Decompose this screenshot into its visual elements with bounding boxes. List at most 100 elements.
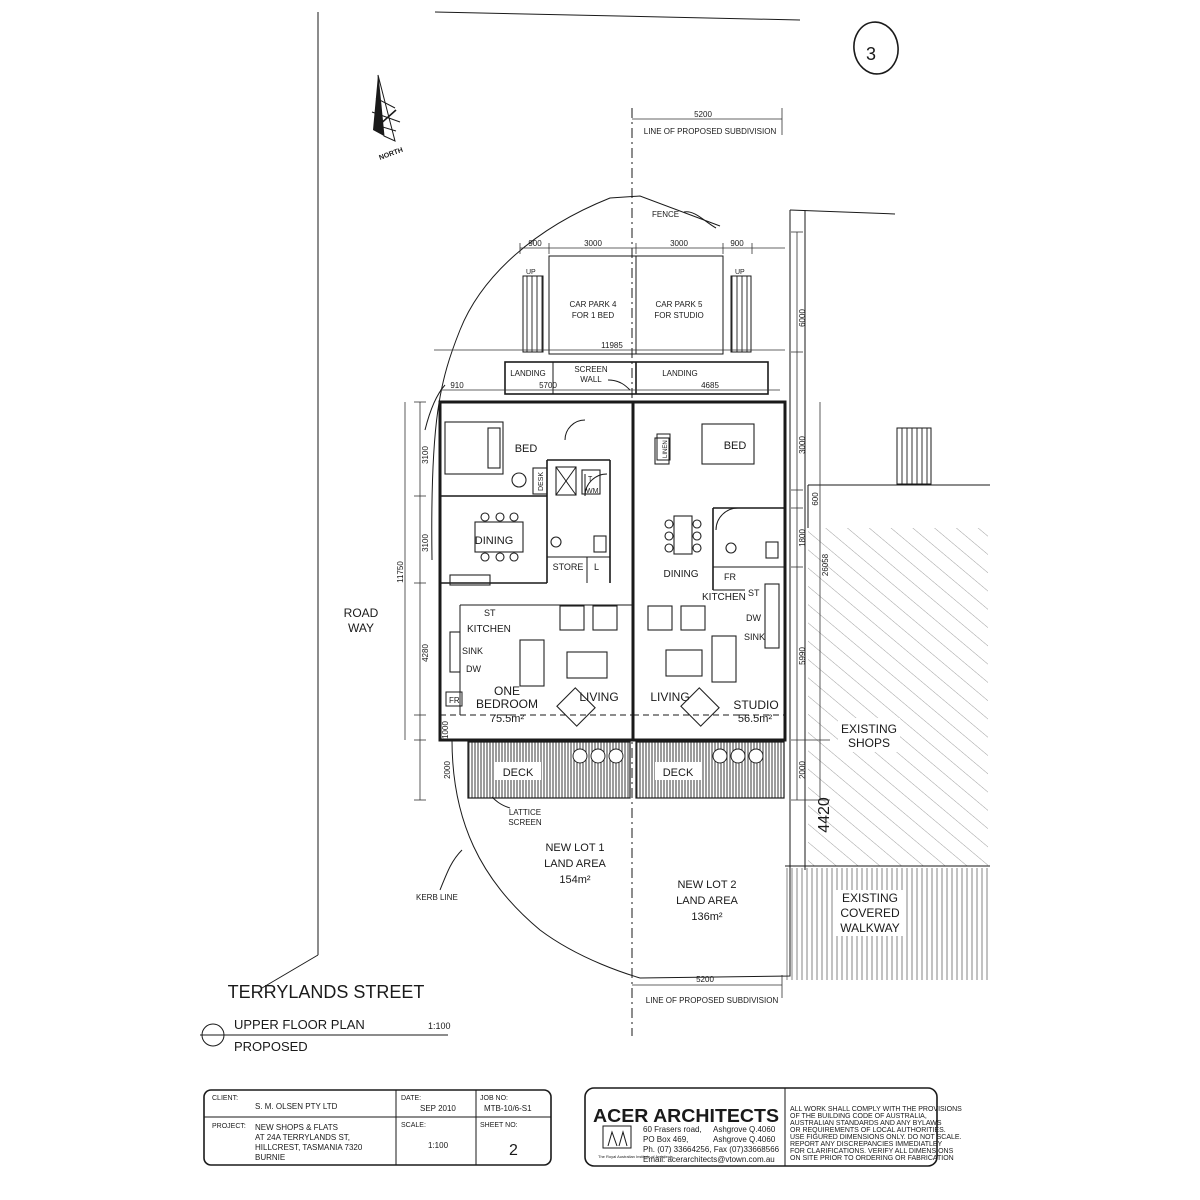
plan-text-notes-6: FOR CLARIFICATIONS. VERIFY ALL DIMENSION… — [790, 1148, 954, 1155]
plan-text-architect-phone: Ph. (07) 33664256, Fax (07)33668566 — [643, 1145, 780, 1154]
plan-text-notes-5: REPORT ANY DISCREPANCIES IMMEDIATLEY — [790, 1141, 943, 1148]
plan-text-dims-left_total: 11750 — [396, 561, 405, 583]
plan-text-sheet_mark: 3 — [866, 44, 876, 64]
plan-text-dims-carpark_a: 3000 — [584, 239, 602, 248]
plan-text-architect-addr2b: Ashgrove Q.4060 — [713, 1135, 776, 1144]
plan-text-notes-0: ALL WORK SHALL COMPLY WITH THE PROVISION… — [790, 1106, 962, 1113]
existing-shops-hatch — [808, 528, 988, 866]
plan-text-notes-3: OR REQUIREMENTS OF LOCAL AUTHORITIES. — [790, 1127, 946, 1134]
carpark-area: 900 3000 3000 900 UP UP CAR PARK 4 FOR 1… — [434, 239, 785, 355]
plan-text-subdivision_bottom-dim: 5200 — [696, 975, 714, 984]
plan-text-lot2-line3: 136m² — [691, 911, 723, 923]
plan-text-rooms_left-desk: DESK — [538, 472, 545, 491]
plan-text-walkway-line2: COVERED — [840, 906, 900, 920]
left-dimensions: 3100 3100 4280 1000 2000 11750 — [396, 401, 452, 801]
deck-left-label: DECK — [503, 767, 534, 779]
unit-left-area: 75.5m² — [490, 713, 525, 725]
landings: LANDING SCREEN WALL LANDING 910 5700 468… — [440, 361, 780, 395]
plan-text-notes-4: USE FIGURED DIMENSIONS ONLY. DO NOT SCAL… — [790, 1134, 962, 1141]
plan-text-dims-left_3100b: 3100 — [421, 534, 430, 552]
plan-text-rooms_right-dw: DW — [746, 613, 761, 623]
plan-text-subdivision_top-dim: 5200 — [694, 110, 712, 119]
plan-text-title_block-sheet_label: SHEET NO: — [480, 1122, 518, 1129]
plan-text-carparks-1-line2: FOR STUDIO — [654, 311, 703, 320]
furniture — [444, 421, 780, 727]
plan-text-architect-addr1b: Ashgrove Q.4060 — [713, 1125, 776, 1134]
plan-text-title_block-scale_label: SCALE: — [401, 1122, 426, 1129]
plan-text-subdivision_bottom-label: LINE OF PROPOSED SUBDIVISION — [646, 996, 779, 1005]
plan-text-title_block-job_label: JOB NO: — [480, 1095, 508, 1102]
north-arrow-icon: NORTH — [371, 74, 404, 162]
plan-text-dims-left_3100a: 3100 — [421, 446, 430, 464]
plan-text-dims-depth_bed: 3000 — [798, 436, 807, 454]
plan-text-title_block-client_label: CLIENT: — [212, 1095, 238, 1102]
plan-text-landing_labels-screen_line2: WALL — [580, 375, 602, 384]
dining-left-label: DINING — [475, 535, 514, 547]
plan-text-rooms_right-sink: SINK — [744, 632, 765, 642]
client-name: S. M. OLSEN PTY LTD — [255, 1102, 338, 1111]
architect-logo: ACER ARCHITECTS — [593, 1106, 779, 1126]
institute-logo-icon — [602, 1125, 632, 1149]
plan-text-rooms_left-unit_line2: BEDROOM — [476, 697, 538, 711]
plan-text-rooms_right-st: ST — [748, 588, 760, 598]
plan-text-dims-overall_width: 11985 — [601, 341, 623, 350]
plan-text-walkway-line3: WALKWAY — [840, 921, 900, 935]
existing-stair — [896, 427, 932, 485]
plan-text-dims-depth_600: 600 — [811, 492, 820, 506]
plan-text-landing_labels-left: LANDING — [510, 369, 546, 378]
architect-block: ACER ARCHITECTS The Royal Australian Ins… — [584, 1087, 962, 1167]
plan-text-plan_title-scale: 1:100 — [428, 1021, 451, 1031]
kitchen-left-label: KITCHEN — [467, 624, 511, 635]
plan-text-dims-left_4280: 4280 — [421, 644, 430, 662]
plan-text-subdivision_top-label: LINE OF PROPOSED SUBDIVISION — [644, 127, 777, 136]
stair-up-left: UP — [526, 269, 536, 276]
plan-text-dims-depth_total: 26058 — [821, 553, 830, 576]
plan-text-lot2-line2: LAND AREA — [676, 895, 738, 907]
plan-text-rooms_left-st: ST — [484, 608, 496, 618]
plan-text-architect-institute: The Royal Australian Institute of Archit… — [598, 1154, 673, 1159]
kitchen-right-label: KITCHEN — [702, 592, 746, 603]
lot-2-label: NEW LOT 2 — [677, 879, 736, 891]
unit-right-area: 56.5m² — [738, 713, 773, 725]
plan-text-landing_labels-screen_line1: SCREEN — [574, 365, 608, 374]
bed-left-label: BED — [515, 443, 538, 455]
plan-text-rooms_left-wm: WM — [586, 488, 599, 495]
sheet-number: 2 — [509, 1142, 518, 1159]
plan-text-existing_shops-line2: SHOPS — [848, 736, 890, 750]
right-dimensions: 6000 3000 600 1800 5990 2000 26058 4420 — [791, 231, 833, 833]
drawing-date: SEP 2010 — [420, 1104, 456, 1113]
plan-text-title_block-project_line2: AT 24A TERRYLANDS ST, — [255, 1133, 350, 1142]
deck-right-label: DECK — [663, 767, 694, 779]
plan-text-dims-left_2000: 2000 — [443, 761, 452, 779]
existing-shops-label: EXISTING — [841, 722, 897, 736]
title-block: CLIENT: S. M. OLSEN PTY LTD DATE: SEP 20… — [203, 1089, 552, 1166]
plan-text-rooms_left-unit_line1: ONE — [494, 684, 520, 698]
plan-text-rooms_left-l: L — [594, 562, 599, 572]
plan-text-lattice-line1: LATTICE — [509, 808, 541, 817]
plan-text-carparks-0-line2: FOR 1 BED — [572, 311, 614, 320]
plan-text-notes-1: OF THE BUILDING CODE OF AUSTRALIA, — [790, 1113, 927, 1120]
stair-up-right: UP — [735, 269, 745, 276]
plan-text-lot1-line3: 154m² — [559, 874, 591, 886]
plan-text-dims-carpark_b: 3000 — [670, 239, 688, 248]
north-label: NORTH — [378, 147, 404, 162]
plan-text-plan_title-line2: PROPOSED — [234, 1039, 308, 1054]
plan-text-architect-addr2: PO Box 469, — [643, 1135, 688, 1144]
street-name: TERRYLANDS STREET — [228, 982, 425, 1002]
plan-text-dims-carpark_right: 900 — [730, 239, 744, 248]
lot-1-label: NEW LOT 1 — [545, 842, 604, 854]
site-labels: ROAD WAY LATTICE SCREEN NEW LOT 1 LAND A… — [344, 606, 904, 936]
plan-text-dims-depth_5990: 5990 — [798, 647, 807, 665]
dining-right-label: DINING — [664, 569, 699, 580]
handwritten-dimension: 4420 — [816, 797, 833, 833]
unit-one-bedroom: BED DESK T WM DINING STORE L ST KITCHEN … — [445, 443, 619, 725]
plan-text-rooms_left-dw: DW — [466, 664, 481, 674]
plan-text-rooms_left-store: STORE — [553, 562, 584, 572]
plan-text-notes-2: AUSTRALIAN STANDARDS AND ANY BYLAWS — [790, 1120, 942, 1127]
plan-text-dims-depth_1800: 1800 — [798, 529, 807, 547]
plan-text-rooms_right-unit: STUDIO — [733, 698, 778, 712]
plan-text-dims-landing_left_offset: 910 — [450, 381, 464, 390]
plan-text-plan_title-line1: UPPER FLOOR PLAN — [234, 1017, 365, 1032]
plan-text-lot1-line2: LAND AREA — [544, 858, 606, 870]
plan-text-title_block-project_line1: NEW SHOPS & FLATS — [255, 1123, 338, 1132]
